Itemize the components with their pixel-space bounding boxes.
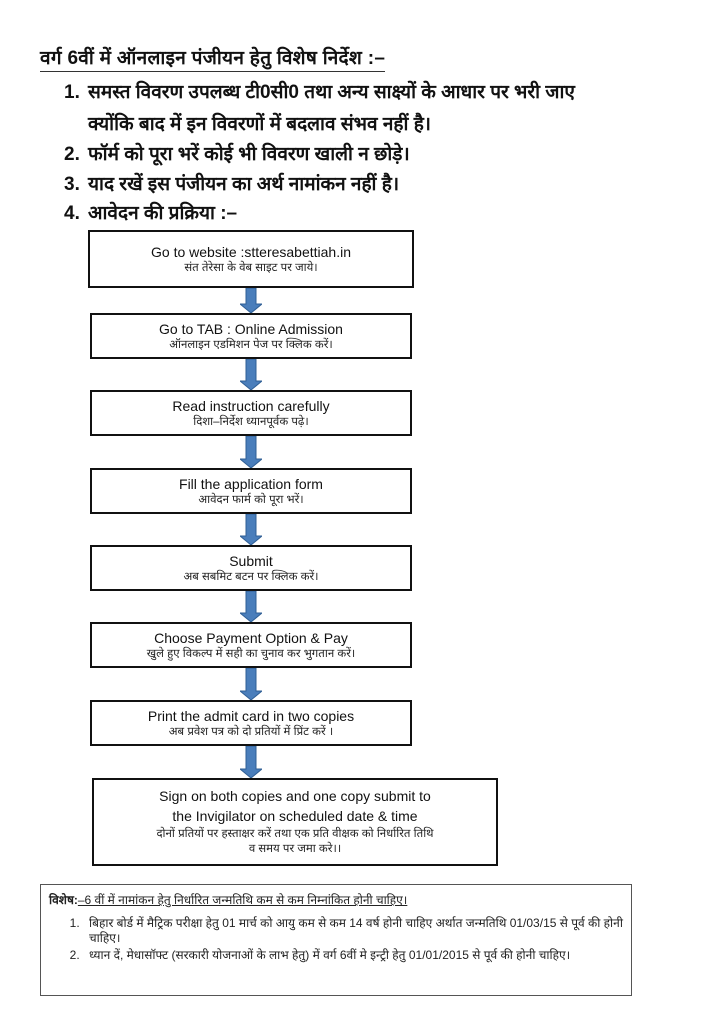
instruction-text: याद रखें इस पंजीयन का अर्थ नामांकन नहीं …	[88, 174, 400, 195]
instruction-3: 3. याद रखें इस पंजीयन का अर्थ नामांकन नही…	[64, 170, 399, 196]
step-hindi: अब प्रवेश पत्र को दो प्रतियों में प्रिंट…	[168, 725, 334, 738]
step-hindi: ऑनलाइन एडमिशन पेज पर क्लिक करें।	[169, 338, 333, 351]
step-english: the Invigilator on scheduled date & time	[172, 808, 418, 824]
page-heading: वर्ग 6वीं में ऑनलाइन पंजीयन हेतु विशेष न…	[40, 44, 386, 72]
step-hindi: अब सबमिट बटन पर क्लिक करें।	[183, 570, 319, 583]
step-hindi: संत तेरेसा के वेब साइट पर जाये।	[184, 261, 318, 274]
flow-step-box: Go to website :stteresabettiah.in संत ते…	[88, 230, 414, 288]
step-english: Fill the application form	[179, 475, 323, 492]
step-hindi: आवेदन फार्म को पूरा भरें।	[198, 493, 304, 506]
down-arrow-icon	[238, 435, 264, 469]
instruction-number: 1.	[64, 82, 80, 103]
flow-step-box: Print the admit card in two copies अब प्…	[90, 700, 412, 746]
step-english: Go to website :stteresabettiah.in	[151, 243, 351, 260]
note-item: ध्यान दें, मेधासॉफ्ट (सरकारी योजनाओं के …	[83, 948, 623, 963]
instruction-1: 1. समस्त विवरण उपलब्ध टी0सी0 तथा अन्य साक…	[64, 78, 575, 104]
step-english: Read instruction carefully	[172, 397, 330, 414]
instruction-number: 4.	[64, 203, 80, 224]
down-arrow-icon	[238, 667, 264, 701]
down-arrow-icon	[238, 745, 264, 779]
flow-step-box: Go to TAB : Online Admission ऑनलाइन एडमि…	[90, 313, 412, 359]
instruction-number: 2.	[64, 144, 80, 165]
step-hindi: व समय पर जमा करे।।	[248, 843, 342, 855]
step-hindi: दोनों प्रतियों पर हस्ताक्षर करें तथा एक …	[156, 828, 434, 840]
flow-step-box: Read instruction carefully दिशा–निर्देश …	[90, 390, 412, 436]
note-item: बिहार बोर्ड में मैट्रिक परीक्षा हेतु 01 …	[83, 916, 623, 946]
instruction-1-continued: क्योंकि बाद में इन विवरणों में बदलाव संभ…	[88, 114, 431, 135]
instruction-text: आवेदन की प्रक्रिया :–	[88, 203, 238, 224]
note-title-text: –6 वीं में नामांकन हेतु निर्धारित जन्मति…	[77, 893, 408, 907]
down-arrow-icon	[238, 358, 264, 391]
step-english: Choose Payment Option & Pay	[154, 629, 348, 646]
flow-step-box: Fill the application form आवेदन फार्म को…	[90, 468, 412, 514]
down-arrow-icon	[238, 287, 264, 314]
instruction-2: 2. फॉर्म को पूरा भरें कोई भी विवरण खाली न…	[64, 140, 410, 166]
flow-step-box: Sign on both copies and one copy submit …	[92, 778, 498, 866]
special-note-box: विशेष:–6 वीं में नामांकन हेतु निर्धारित …	[40, 884, 632, 996]
instruction-text: फॉर्म को पूरा भरें कोई भी विवरण खाली न छ…	[88, 144, 410, 165]
instruction-text: समस्त विवरण उपलब्ध टी0सी0 तथा अन्य साक्ष…	[88, 82, 575, 103]
note-title: विशेष:–6 वीं में नामांकन हेतु निर्धारित …	[49, 891, 623, 908]
note-list: बिहार बोर्ड में मैट्रिक परीक्षा हेतु 01 …	[49, 916, 623, 963]
step-english: Print the admit card in two copies	[147, 707, 355, 724]
note-label: विशेष:	[49, 893, 78, 907]
step-english: Go to TAB : Online Admission	[159, 320, 343, 337]
step-hindi: खुले हुए विकल्प में सही का चुनाव कर भुगत…	[146, 647, 356, 660]
step-hindi: दिशा–निर्देश ध्यानपूर्वक पढ़े।	[193, 415, 309, 428]
step-english: Sign on both copies and one copy submit …	[159, 788, 431, 804]
step-english: Submit	[229, 552, 273, 569]
instruction-number: 3.	[64, 174, 80, 195]
down-arrow-icon	[238, 513, 264, 546]
instruction-4: 4. आवेदन की प्रक्रिया :–	[64, 199, 237, 225]
flow-step-box: Choose Payment Option & Pay खुले हुए विक…	[90, 622, 412, 668]
flow-step-box: Submit अब सबमिट बटन पर क्लिक करें।	[90, 545, 412, 591]
down-arrow-icon	[238, 590, 264, 623]
